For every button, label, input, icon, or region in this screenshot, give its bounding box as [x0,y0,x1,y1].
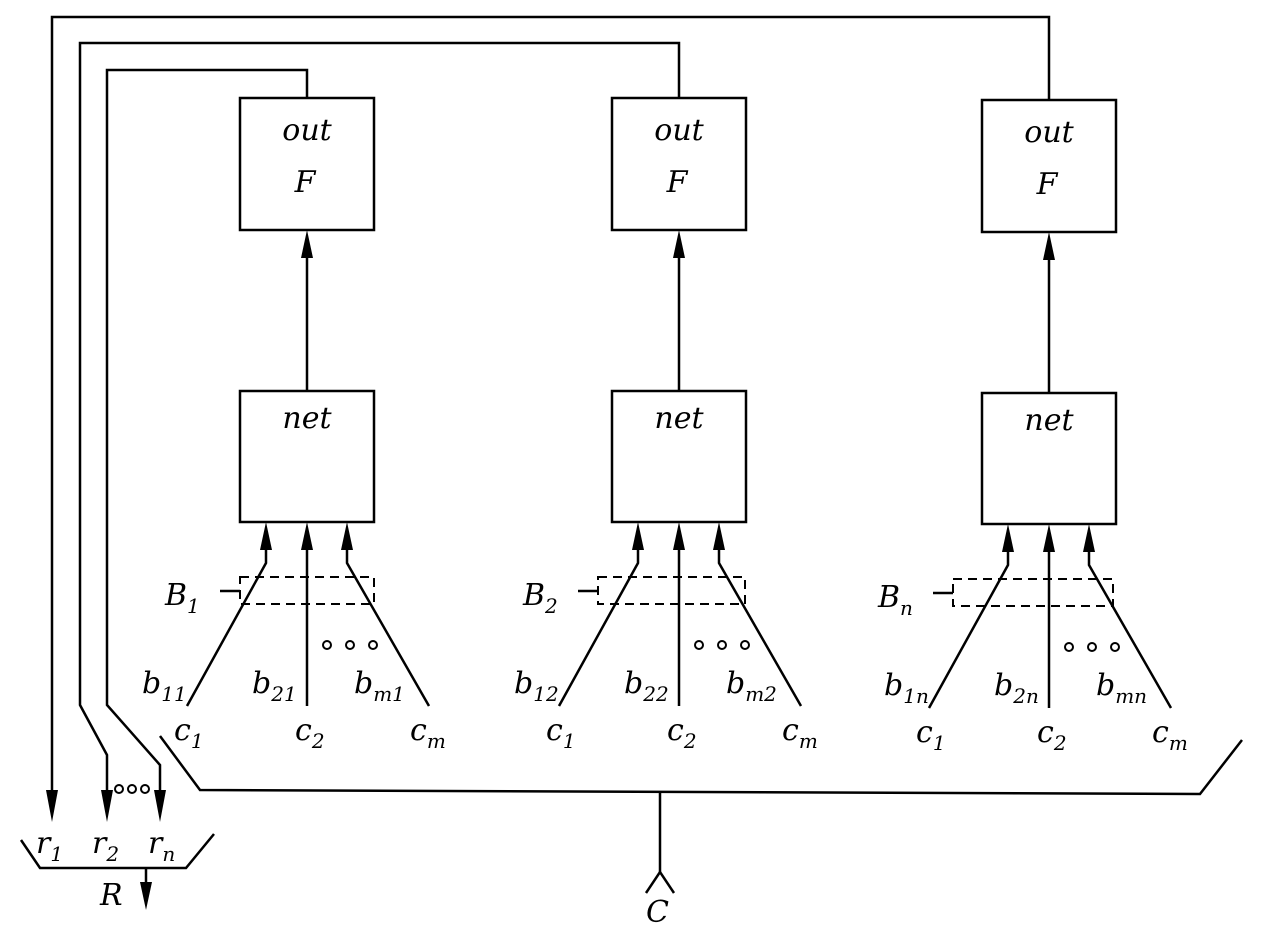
ellipsis-inputs [694,640,750,650]
output-label: r1 [36,826,63,866]
weight-label: bm2 [726,666,777,706]
input-label: c2 [1037,715,1067,755]
arrow-up-icon [1002,524,1014,552]
input-line-m [345,545,431,707]
arrow-r-out [140,882,152,910]
arrow-up-icon [713,522,725,550]
arrow-up-icon [673,522,685,550]
input-line-1 [185,545,268,707]
weight-label: b22 [624,666,669,706]
weight-label: b11 [142,666,187,706]
feedback-line-2 [78,41,681,795]
f-label: F [294,165,317,200]
ellipsis-inputs [322,640,378,650]
bias-label: Bn [877,580,913,620]
arrow-up-icon [301,230,313,258]
feedback-line-n [50,15,1051,795]
arrow-up-icon [1043,524,1055,552]
output-label: rn [148,826,175,866]
net-label: net [1024,403,1074,438]
arrow-up-icon [260,522,272,550]
weight-label: b2n [994,668,1039,708]
input-bus [158,735,1243,796]
bias-label: B1 [164,578,200,618]
arrow-rn [154,790,166,822]
input-label: cm [410,713,446,753]
input-label: cm [782,713,818,753]
input-label: c1 [916,715,946,755]
bias-box [597,576,746,605]
weight-label: bmn [1096,668,1147,708]
arrow-up-icon [301,522,313,550]
arrow-r1 [46,790,58,822]
out-label: out [282,113,332,148]
input-label: c2 [295,713,325,753]
output-bus-label: R [99,878,123,913]
f-label: F [666,165,689,200]
input-fork-icon [644,869,676,894]
input-line-m [717,545,803,707]
weight-label: bm1 [354,666,405,706]
input-bus-label: C [646,895,669,930]
arrow-up-icon [632,522,644,550]
f-label: F [1036,167,1059,202]
net-label: net [282,401,332,436]
input-label: c1 [546,713,576,753]
bias-label: B2 [522,578,558,618]
input-line-1 [927,547,1010,709]
input-line-1 [557,545,640,707]
arrow-up-icon [1043,232,1055,260]
ellipsis-outputs [114,784,150,794]
input-label: cm [1152,715,1188,755]
out-label: out [1024,115,1074,150]
input-line-m [1087,547,1173,709]
weight-label: b21 [252,666,297,706]
arrow-r2 [101,790,113,822]
arrow-up-icon [341,522,353,550]
output-label: r2 [92,826,119,866]
arrow-up-icon [1083,524,1095,552]
arrow-up-icon [673,230,685,258]
weight-label: b12 [514,666,559,706]
input-label: c1 [174,713,204,753]
net-label: net [654,401,704,436]
feedback-line-1 [105,68,309,795]
bias-box [952,578,1114,607]
input-label: c2 [667,713,697,753]
output-bus [19,833,215,870]
weight-label: b1n [884,668,929,708]
out-label: out [654,113,704,148]
ellipsis-inputs [1064,642,1120,652]
